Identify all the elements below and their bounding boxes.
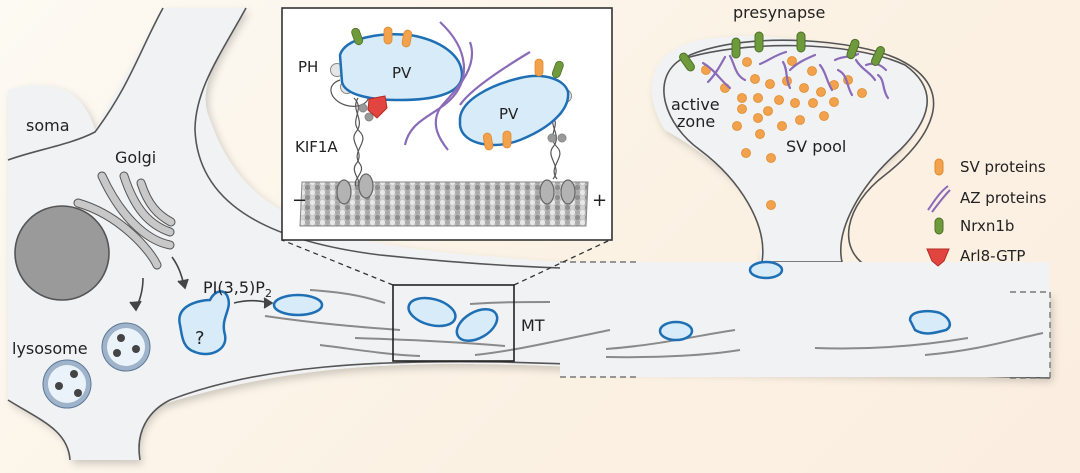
presynapse-bouton [663,44,928,263]
axon-vesicles [272,260,952,342]
label-golgi: Golgi [115,148,156,167]
synaptic-vesicles [701,56,867,210]
legend: SV proteins AZ proteins Nrxn1b Arl8-GTP [926,158,1047,267]
zoom-region-box [392,284,515,362]
label-kif1a: KIF1A [295,138,338,156]
precursor-vesicle-unknown [178,290,231,356]
label-pv-1: PV [392,64,412,82]
label-sv-pool: SV pool [786,137,846,156]
inset-nrxn1b [351,27,564,79]
nrxn1b-proteins [679,31,886,72]
az-protein-icon [927,185,951,213]
legend-label-sv-proteins: SV proteins [960,158,1046,176]
golgi-apparatus [73,171,176,270]
label-active-zone-2: zone [677,112,715,131]
nrxn1b-icon [934,217,944,235]
label-lysosome: lysosome [12,339,88,358]
lysosome-1 [101,322,151,372]
legend-label-nrxn1b: Nrxn1b [960,217,1014,235]
inset-panel: PH PV PV KIF1A − + [281,7,613,241]
sv-protein-icon [934,158,944,176]
nucleus [14,205,110,301]
legend-label-arl8-gtp: Arl8-GTP [960,247,1025,265]
inset-sv-proteins [383,26,544,151]
label-plus-end: + [592,190,607,211]
legend-label-az-proteins: AZ proteins [960,189,1047,207]
precursor-vesicle-1 [338,33,464,102]
label-soma: soma [26,116,70,135]
az-proteins [701,50,890,100]
lysosome-2 [42,359,92,409]
arl8-gtp-icon [926,248,950,267]
label-presynapse: presynapse [733,3,825,22]
label-active-zone-1: active [671,95,720,114]
label-unknown: ? [195,328,205,349]
axon-shaft [560,262,1050,377]
arl8-gtp-protein [367,95,388,119]
axon-microtubules [264,289,1044,359]
label-mt: MT [521,316,545,335]
label-ph: PH [298,58,318,76]
kif1a-motor-right [539,114,576,205]
inset-az-proteins [403,21,531,151]
label-pv-2: PV [499,105,519,123]
label-minus-end: − [292,190,307,211]
label-pi35p2: PI(3,5)P2 [203,278,272,300]
kif1a-motor-left [330,79,374,205]
trafficking-arrows [129,256,274,312]
